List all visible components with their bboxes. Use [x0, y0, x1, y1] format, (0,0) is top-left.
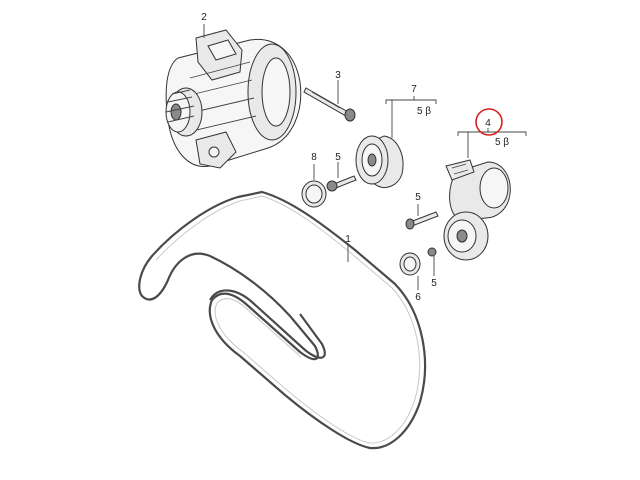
tensioner-pulley-bolt[interactable]: [427, 247, 437, 257]
callout-4: 4: [485, 118, 491, 129]
alternator-mounting-bolt[interactable]: [303, 87, 356, 122]
idler-bolt[interactable]: [326, 175, 357, 192]
callout-2: 2: [201, 12, 207, 23]
group-ref-4: 5 β: [495, 137, 509, 148]
callout-8: 8: [311, 152, 317, 163]
callout-5-upper: 5: [335, 152, 341, 163]
callout-5-lower: 5: [431, 278, 437, 289]
callout-3: 3: [335, 70, 341, 81]
group-ref-7: 5 β: [417, 106, 431, 117]
poly-v-belt[interactable]: [138, 190, 427, 450]
dust-cap-left[interactable]: [301, 180, 327, 208]
tensioner-bolt[interactable]: [405, 211, 439, 230]
callout-6: 6: [415, 292, 421, 303]
callout-7: 7: [411, 84, 417, 95]
leader-lines: [203, 24, 527, 290]
alternator[interactable]: [165, 29, 302, 169]
callout-1: 1: [345, 234, 351, 245]
callout-labels: 2 3 7 5 β 4 5 β 8 5 1 5 5 6: [201, 12, 509, 303]
dust-cap-right[interactable]: [399, 252, 421, 276]
callout-5-tensioner: 5: [415, 192, 421, 203]
belt-tensioner[interactable]: [443, 159, 511, 261]
highlight-circle: [475, 108, 503, 136]
idler-pulley[interactable]: [355, 135, 404, 188]
